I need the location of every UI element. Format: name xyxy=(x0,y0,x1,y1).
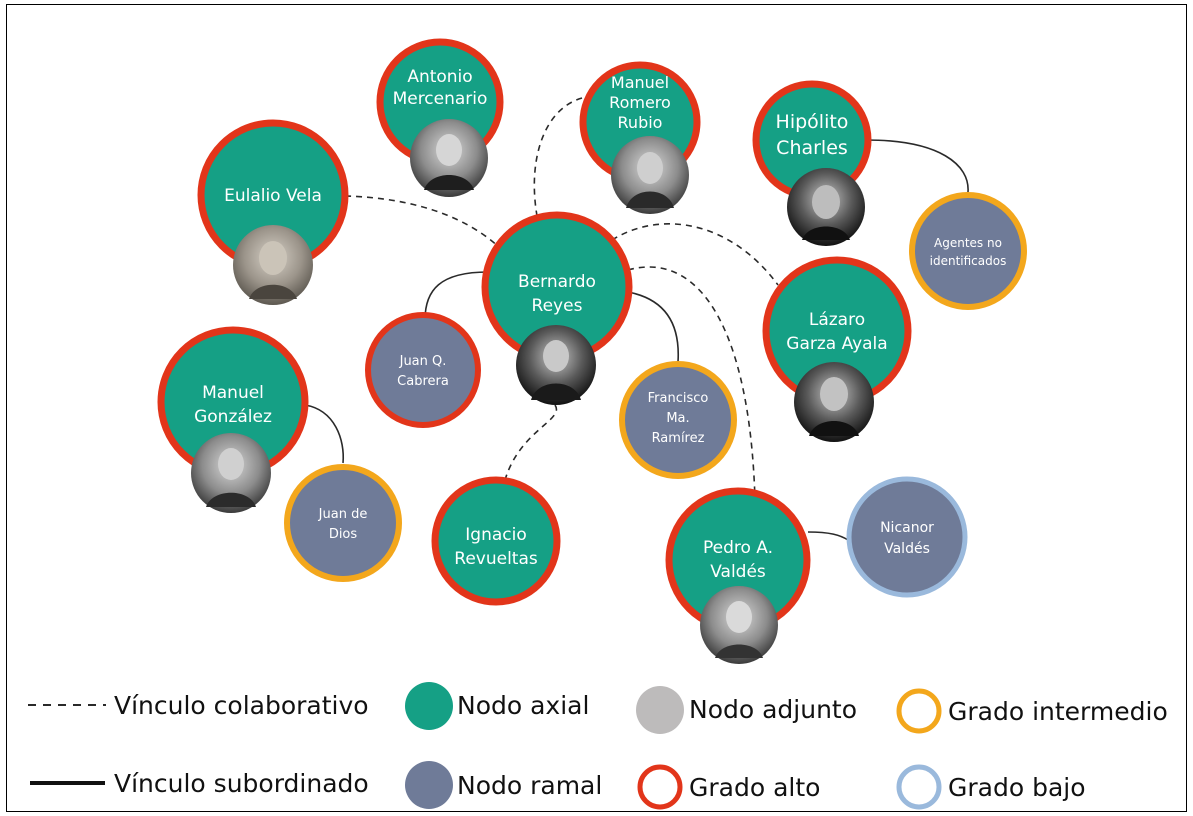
portrait-eulalio xyxy=(233,225,313,305)
link-manuel-romero-bernardo xyxy=(533,97,583,231)
svg-text:Pedro A.Valdés: Pedro A.Valdés xyxy=(703,538,773,582)
legend-alto-swatch xyxy=(637,764,683,810)
node-manuel-gonzalez-label: Manuel xyxy=(202,383,264,403)
legend-ramal-swatch xyxy=(405,761,453,809)
node-antonio-label: Antonio xyxy=(407,67,472,87)
node-ignacio-label: Ignacio xyxy=(465,525,526,545)
node-agentes-label: Agentes no xyxy=(934,236,1002,250)
portrait-hipolito xyxy=(787,168,865,246)
legend-subordinado-text: Vínculo subordinado xyxy=(114,769,369,798)
portrait-manuel-romero xyxy=(611,136,689,214)
collaborative-links xyxy=(344,97,779,501)
subordinate-links xyxy=(304,139,969,541)
legend-colaborativo-text: Vínculo colaborativo xyxy=(114,691,369,720)
legend-ramal-text: Nodo ramal xyxy=(457,771,602,800)
node-pedro-label: Pedro A. xyxy=(703,538,773,558)
legend-adjunto-text: Nodo adjunto xyxy=(689,695,857,724)
legend: Vínculo colaborativo Vínculo subordinado… xyxy=(28,682,1168,810)
link-hipolito-agentes xyxy=(865,139,969,193)
link-bernardo-ignacio xyxy=(504,404,558,481)
node-juandios-label: Juan de xyxy=(318,507,368,522)
link-gonzalez-juandios xyxy=(304,404,345,464)
svg-text:Juan Q.Cabrera: Juan Q.Cabrera xyxy=(397,354,449,389)
node-eulalio-label: Eulalio Vela xyxy=(224,186,322,206)
node-juanq-label: Juan Q. xyxy=(399,354,447,369)
portrait-manuel-gonzalez xyxy=(191,433,271,513)
legend-axial-text: Nodo axial xyxy=(457,691,589,720)
node-nicanor-label: Nicanor xyxy=(880,520,934,536)
svg-text:Eulalio Vela: Eulalio Vela xyxy=(224,186,322,206)
link-bernardo-juanq xyxy=(424,271,489,321)
node-manuel-romero-label: Manuel xyxy=(611,73,669,92)
legend-axial-swatch xyxy=(405,682,453,730)
node-juanq[interactable]: Juan Q.Cabrera xyxy=(365,312,481,428)
portrait-photos xyxy=(191,119,874,664)
legend-bajo-swatch xyxy=(896,764,942,810)
legend-bajo-text: Grado bajo xyxy=(948,773,1086,802)
portrait-lazaro xyxy=(794,362,874,442)
legend-adjunto-swatch xyxy=(636,686,684,734)
node-hipolito-label: Hipólito xyxy=(776,111,849,133)
legend-intermedio-text: Grado intermedio xyxy=(948,697,1168,726)
legend-alto-text: Grado alto xyxy=(689,773,820,802)
link-bernardo-lazaro xyxy=(611,223,779,286)
portrait-bernardo xyxy=(516,325,596,405)
link-bernardo-pedro xyxy=(627,266,756,501)
link-bernardo-francisco xyxy=(627,291,680,363)
portrait-antonio xyxy=(410,119,488,197)
portrait-pedro xyxy=(700,586,778,664)
node-francisco-label: Francisco xyxy=(648,391,709,406)
node-bernardo-label: Bernardo xyxy=(518,272,596,292)
link-pedro-nicanor xyxy=(807,531,849,541)
link-eulalio-bernardo xyxy=(344,195,501,249)
legend-intermedio-swatch xyxy=(896,688,942,734)
node-lazaro-label: Lázaro xyxy=(809,310,865,330)
